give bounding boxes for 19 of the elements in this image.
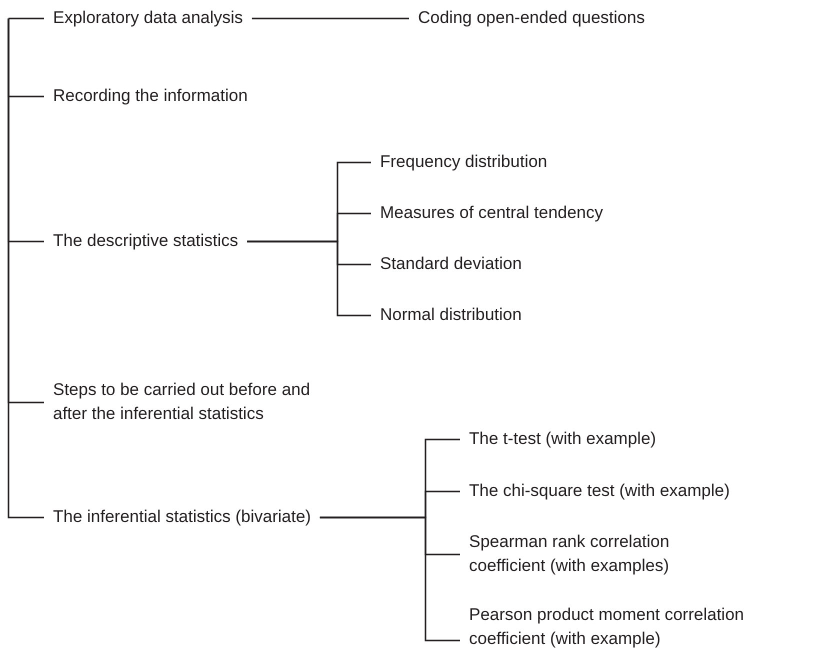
node-label: The t-test (with example) — [469, 428, 656, 450]
node-label: The descriptive statistics — [53, 230, 238, 252]
node-label: Spearman rank correlation coefficient (with examples) — [469, 531, 670, 577]
node-label: Recording the information — [53, 85, 248, 107]
node-label: The inferential statistics (bivariate) — [53, 506, 311, 528]
node-label: Pearson product moment correlation coefficient (with example) — [469, 604, 745, 650]
connector-line — [247, 240, 371, 316]
connector-line — [320, 516, 460, 642]
connector-line — [8, 18, 44, 518]
connector-line — [8, 18, 44, 20]
node-label: Coding open-ended questions — [418, 7, 645, 29]
node-label: Measures of central tendency — [380, 202, 604, 224]
node-label: Standard deviation — [380, 253, 522, 275]
node-label: Steps to be carried out before and after the inferential statistics — [53, 379, 312, 425]
node-label: The chi-square test (with example) — [469, 480, 730, 502]
connector-line — [252, 18, 409, 20]
node-label: Frequency distribution — [380, 151, 548, 173]
node-label: Exploratory data analysis — [53, 7, 243, 29]
node-label: Normal distribution — [380, 304, 522, 326]
